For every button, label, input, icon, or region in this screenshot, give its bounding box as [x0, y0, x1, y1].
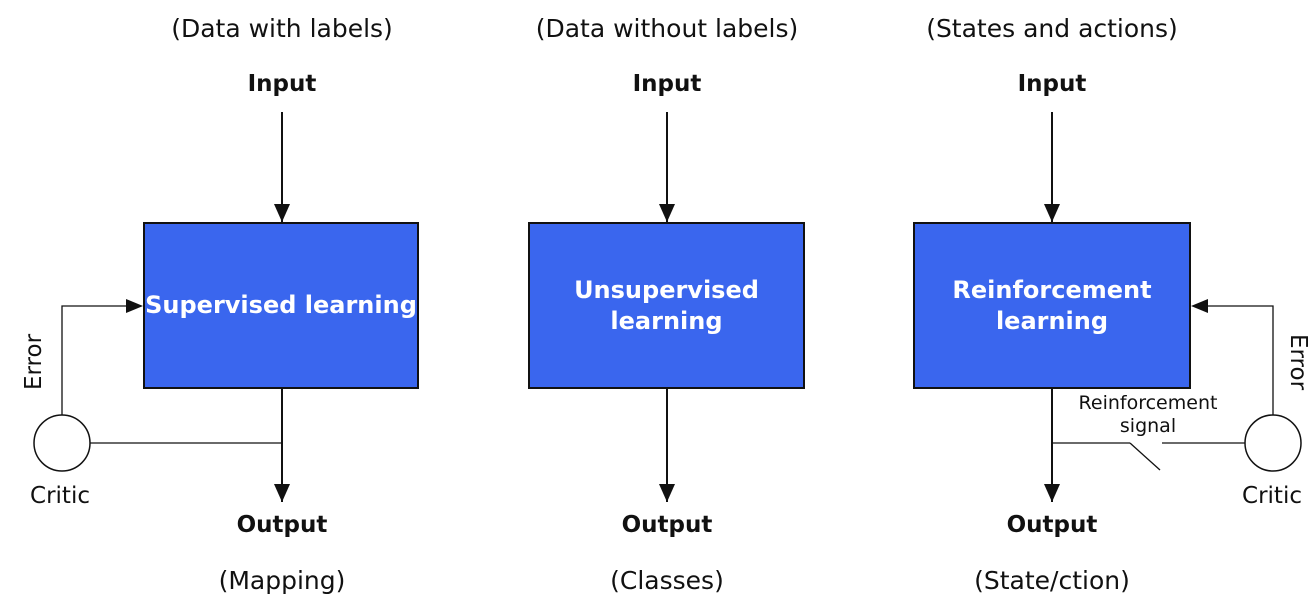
unsupervised-data-caption: (Data without labels)	[535, 14, 799, 43]
supervised-data-caption: (Data with labels)	[171, 14, 393, 43]
reinforcement-critic-circle	[1244, 414, 1302, 472]
unsupervised-input-label: Input	[632, 71, 702, 97]
supervised-critic-label: Critic	[30, 483, 90, 509]
supervised-error-feedback-line	[61, 305, 126, 415]
supervised-input-arrowhead	[274, 204, 290, 222]
unsupervised-output-arrowhead	[659, 484, 675, 502]
reinforcement-learning-label: Reinforcement learning	[952, 275, 1152, 335]
supervised-critic-circle	[33, 414, 91, 472]
reinforcement-output-caption: (State/ction)	[974, 566, 1130, 595]
reinforcement-signal-label: Reinforcement signal	[1078, 392, 1218, 437]
reinforcement-error-arrowhead	[1191, 299, 1208, 313]
supervised-output-label: Output	[236, 512, 328, 538]
reinforcement-error-label: Error	[1285, 333, 1311, 391]
supervised-error-arrowhead	[126, 299, 143, 313]
reinforcement-critic-label: Critic	[1242, 483, 1302, 509]
reinforcement-error-feedback-line	[1208, 305, 1274, 415]
unsupervised-learning-box: Unsupervised learning	[528, 222, 805, 389]
reinforcement-input-label: Input	[1017, 71, 1087, 97]
reinforcement-signal-switch	[1129, 442, 1161, 471]
reinforcement-input-arrowhead	[1044, 204, 1060, 222]
reinforcement-data-caption: (States and actions)	[926, 14, 1178, 43]
reinforcement-output-arrowhead	[1044, 484, 1060, 502]
unsupervised-input-arrowhead	[659, 204, 675, 222]
unsupervised-learning-label: Unsupervised learning	[574, 275, 759, 335]
supervised-learning-box: Supervised learning	[143, 222, 419, 389]
unsupervised-output-label: Output	[621, 512, 713, 538]
supervised-output-arrowhead	[274, 484, 290, 502]
supervised-learning-label: Supervised learning	[145, 291, 417, 319]
supervised-input-label: Input	[247, 71, 317, 97]
supervised-output-caption: (Mapping)	[218, 566, 346, 595]
reinforcement-learning-box: Reinforcement learning	[913, 222, 1191, 389]
supervised-error-label: Error	[21, 333, 47, 391]
unsupervised-output-caption: (Classes)	[610, 566, 724, 595]
reinforcement-output-label: Output	[1006, 512, 1098, 538]
